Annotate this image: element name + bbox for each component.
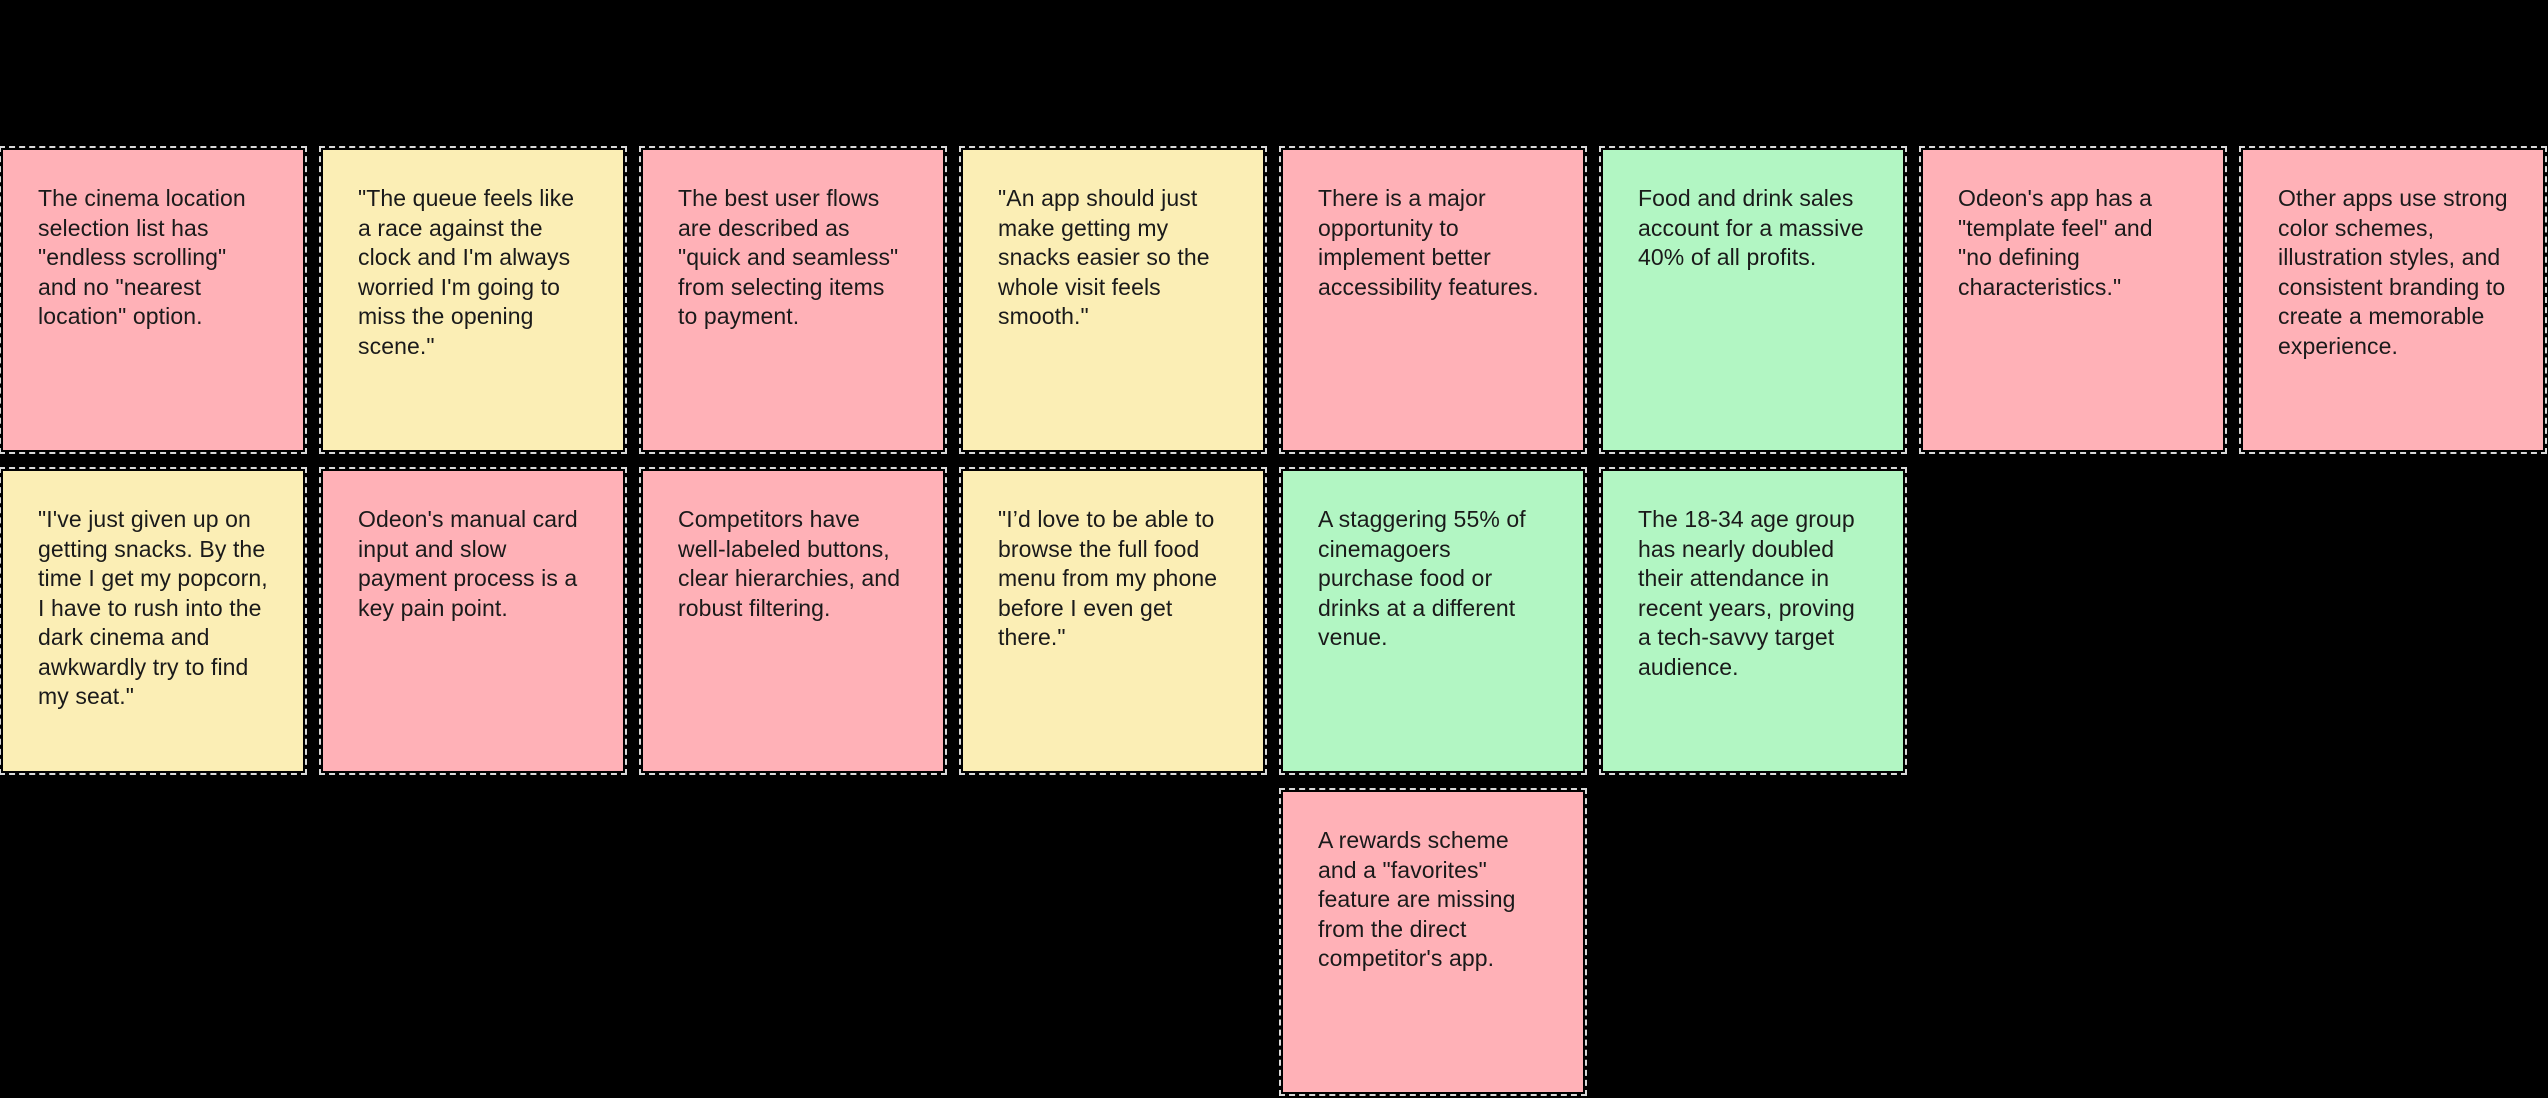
sticky-note-text: The 18-34 age group has nearly doubled t…: [1638, 506, 1855, 680]
sticky-note[interactable]: "The queue feels like a race against the…: [319, 146, 627, 454]
sticky-note[interactable]: Competitors have well-labeled buttons, c…: [639, 467, 947, 775]
sticky-note[interactable]: "I’d love to be able to browse the full …: [959, 467, 1267, 775]
sticky-note-text: "I've just given up on getting snacks. B…: [38, 506, 268, 709]
sticky-note[interactable]: A rewards scheme and a "favorites" featu…: [1279, 788, 1587, 1096]
sticky-note[interactable]: There is a major opportunity to implemen…: [1279, 146, 1587, 454]
sticky-note-text: Competitors have well-labeled buttons, c…: [678, 506, 901, 621]
sticky-note-text: Odeon's manual card input and slow payme…: [358, 506, 578, 621]
sticky-note[interactable]: Other apps use strong color schemes, ill…: [2239, 146, 2547, 454]
sticky-note[interactable]: "I've just given up on getting snacks. B…: [0, 467, 307, 775]
sticky-note[interactable]: "An app should just make getting my snac…: [959, 146, 1267, 454]
sticky-note-text: "I’d love to be able to browse the full …: [998, 506, 1218, 650]
sticky-note-text: The cinema location selection list has "…: [38, 185, 246, 329]
sticky-note[interactable]: Odeon's app has a "template feel" and "n…: [1919, 146, 2227, 454]
sticky-note[interactable]: The 18-34 age group has nearly doubled t…: [1599, 467, 1907, 775]
sticky-note[interactable]: The best user flows are described as "qu…: [639, 146, 947, 454]
sticky-note-text: There is a major opportunity to implemen…: [1318, 185, 1539, 300]
sticky-note-text: Food and drink sales account for a massi…: [1638, 185, 1864, 270]
sticky-note-text: Odeon's app has a "template feel" and "n…: [1958, 185, 2153, 300]
sticky-note-text: "An app should just make getting my snac…: [998, 185, 1210, 329]
sticky-note-text: The best user flows are described as "qu…: [678, 185, 899, 329]
sticky-note-text: A rewards scheme and a "favorites" featu…: [1318, 827, 1516, 971]
sticky-note[interactable]: Odeon's manual card input and slow payme…: [319, 467, 627, 775]
sticky-note[interactable]: The cinema location selection list has "…: [0, 146, 307, 454]
sticky-note-text: A staggering 55% of cinemagoers purchase…: [1318, 506, 1526, 650]
sticky-note[interactable]: Food and drink sales account for a massi…: [1599, 146, 1907, 454]
sticky-note-text: "The queue feels like a race against the…: [358, 185, 575, 359]
sticky-note-text: Other apps use strong color schemes, ill…: [2278, 185, 2508, 359]
sticky-note[interactable]: A staggering 55% of cinemagoers purchase…: [1279, 467, 1587, 775]
